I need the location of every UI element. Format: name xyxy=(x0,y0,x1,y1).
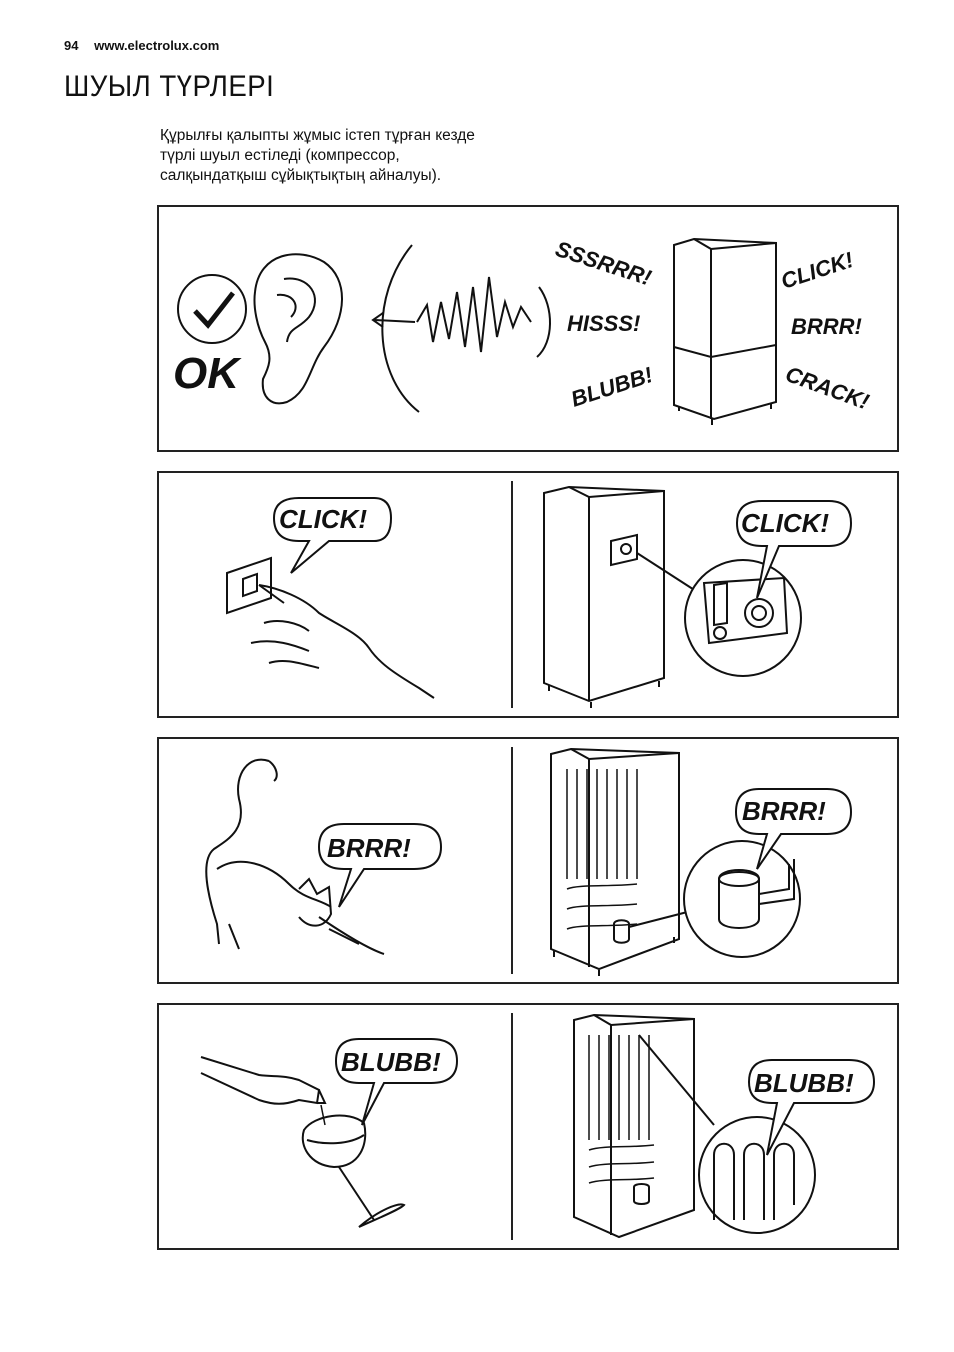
intro-text: Құрылғы қалыпты жұмыс істеп тұрған кезде… xyxy=(160,126,580,186)
compressor-icon xyxy=(683,840,801,958)
thermostat-icon xyxy=(684,559,802,677)
click-bubble-right xyxy=(735,500,853,599)
blubb-bubble-left xyxy=(334,1038,459,1126)
sound-blubb: BLUBB! xyxy=(568,362,656,412)
page-title: ШУЫЛ ТҮРЛЕРІ xyxy=(64,70,275,103)
fridge-back-icon xyxy=(573,1013,715,1239)
panel-blubb-refrigerant: BLUBB! BLUBB! xyxy=(157,1003,899,1250)
wall-switch-icon xyxy=(226,556,272,615)
panel-divider xyxy=(511,747,513,974)
panel-click-thermostat: CLICK! CLICK! xyxy=(157,471,899,718)
page-number: 94 xyxy=(64,38,79,53)
sound-click: CLICK! xyxy=(778,247,857,294)
pointing-hand-icon xyxy=(250,584,435,699)
soundwave-icon xyxy=(371,244,551,413)
blubb-bubble-right-text: BLUBB! xyxy=(754,1068,854,1098)
website-url[interactable]: www.electrolux.com xyxy=(94,38,220,53)
sound-sssrrr: SSSRRR! xyxy=(552,236,654,290)
intro-line: Құрылғы қалыпты жұмыс істеп тұрған кезде xyxy=(160,127,475,144)
coil-icon xyxy=(698,1116,816,1234)
sound-hisss: HISSS! xyxy=(567,311,640,336)
panel-normal-sounds: OK SSSRRR! HISSS! BLUBB! CLICK! BRRR! CR… xyxy=(157,205,899,452)
sound-crack: CRACK! xyxy=(782,361,872,414)
sound-brrr: BRRR! xyxy=(791,314,862,339)
fridge-icon xyxy=(543,485,700,708)
blubb-bubble-right xyxy=(747,1059,876,1156)
click-bubble-left-text: CLICK! xyxy=(279,504,367,534)
brrr-bubble-right-text: BRRR! xyxy=(742,796,826,826)
page-header: 94 www.electrolux.com xyxy=(64,38,219,53)
brrr-bubble-left-text: BRRR! xyxy=(327,833,411,863)
click-bubble-right-text: CLICK! xyxy=(741,508,829,538)
ok-label: OK xyxy=(173,349,242,398)
checkmark-icon xyxy=(177,274,247,344)
blubb-bubble-left-text: BLUBB! xyxy=(341,1047,441,1077)
ear-icon xyxy=(253,253,343,405)
intro-line: түрлі шуыл естіледі (компрессор, xyxy=(160,147,400,164)
panel-divider xyxy=(511,1013,513,1240)
wine-bottle-icon xyxy=(200,1056,327,1126)
panel-divider xyxy=(511,481,513,708)
fridge-back-icon xyxy=(550,747,700,976)
wine-glass-icon xyxy=(301,1114,406,1228)
fridge-icon xyxy=(673,237,777,425)
brrr-bubble-right xyxy=(734,788,853,870)
click-bubble-left xyxy=(272,497,393,574)
panel-brrr-compressor: BRRR! BRRR! xyxy=(157,737,899,984)
intro-line: салқындатқыш сұйықтықтың айналуы). xyxy=(160,167,442,184)
brrr-bubble-left xyxy=(317,823,443,908)
cat-icon xyxy=(205,758,385,955)
